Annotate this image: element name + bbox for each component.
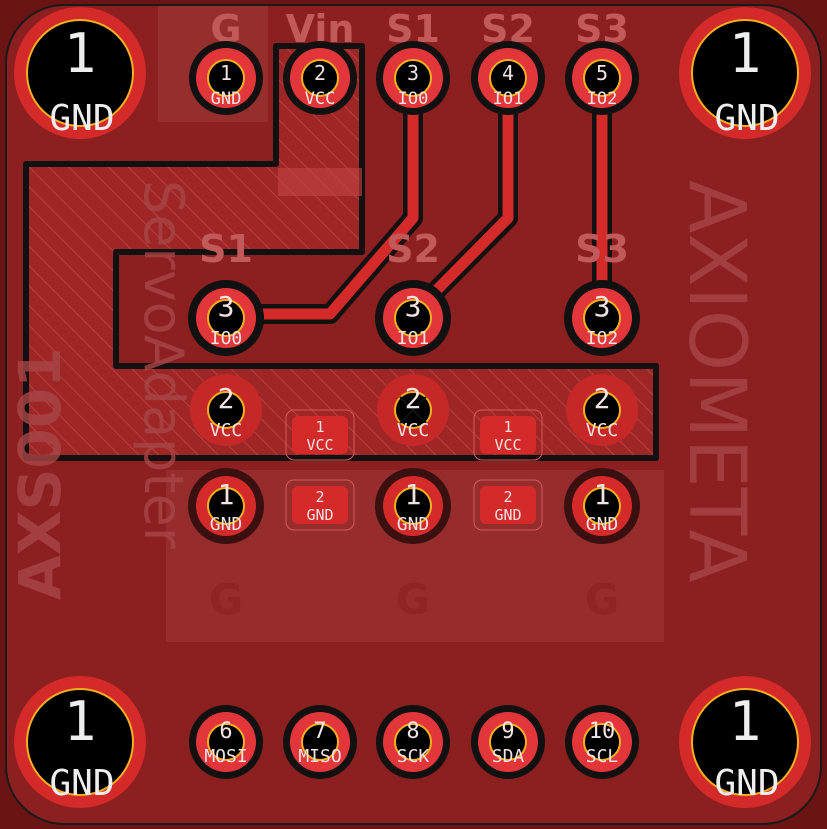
pin-label: VCC bbox=[305, 89, 336, 109]
top-header-2: Vin 2 VCC bbox=[283, 7, 357, 115]
pin-label: IO0 bbox=[398, 89, 429, 109]
mount-hole-label: GND bbox=[49, 98, 114, 139]
bottom-pin-8: 8 SCK bbox=[376, 705, 450, 779]
pin-number: 2 bbox=[218, 382, 235, 415]
cap-pad-number: 2 bbox=[315, 488, 324, 506]
servo-footer: G bbox=[209, 575, 243, 624]
top-header-5: S3 5 IO2 bbox=[565, 7, 639, 115]
bottom-pin-9: 9 SDA bbox=[471, 705, 545, 779]
pin-number: 2 bbox=[594, 382, 611, 415]
pin-label: SDA bbox=[492, 746, 525, 767]
pin-number: 2 bbox=[314, 61, 326, 85]
pin-number: 3 bbox=[218, 290, 235, 323]
capacitor-2: 1 VCC 2 GND bbox=[473, 409, 543, 531]
mount-hole-number: 1 bbox=[64, 22, 97, 85]
top-header-3: S1 3 IO0 bbox=[376, 7, 450, 115]
pin-number: 7 bbox=[313, 719, 326, 744]
mount-hole-label: GND bbox=[714, 763, 779, 804]
pin-label: SCK bbox=[397, 746, 430, 767]
bottom-pin-10: 10 SCL bbox=[565, 705, 639, 779]
cap-pad-vcc bbox=[480, 416, 536, 454]
pin-number: 2 bbox=[405, 382, 422, 415]
cap-pad-label: GND bbox=[306, 506, 333, 524]
vcc-pour-accent bbox=[278, 168, 362, 196]
mount-hole-number: 1 bbox=[64, 690, 97, 753]
pin-number: 10 bbox=[589, 719, 616, 744]
silk-left-vertical-2: AXS001 bbox=[6, 348, 74, 600]
top-header-1: G 1 GND bbox=[189, 7, 263, 115]
cap-pad-label: VCC bbox=[306, 436, 333, 454]
pin-label: MOSI bbox=[204, 746, 247, 767]
pin-number: 6 bbox=[219, 719, 232, 744]
cap-pad-number: 2 bbox=[503, 488, 512, 506]
pin-label: VCC bbox=[397, 420, 430, 441]
pin-number: 1 bbox=[218, 478, 235, 511]
servo-header: S2 bbox=[386, 227, 440, 271]
pin-number: 9 bbox=[501, 719, 514, 744]
capacitor-1: 1 VCC 2 GND bbox=[285, 409, 355, 531]
pin-label: IO1 bbox=[397, 328, 430, 349]
cap-pad-gnd bbox=[292, 486, 348, 524]
silk-left-vertical-1: ServoAdapter bbox=[132, 180, 195, 550]
servo-column-3: S3 3 IO2 2 VCC 1 GND G bbox=[564, 227, 640, 624]
cap-pad-label: VCC bbox=[494, 436, 521, 454]
pin-label: IO2 bbox=[587, 89, 618, 109]
cap-pad-vcc bbox=[292, 416, 348, 454]
cap-pad-number: 1 bbox=[503, 418, 512, 436]
mount-hole-top-left: 1 GND bbox=[14, 7, 146, 139]
pin-number: 1 bbox=[405, 478, 422, 511]
servo-column-1: S1 3 IO0 2 VCC 1 GND G bbox=[188, 227, 264, 624]
cap-pad-number: 1 bbox=[315, 418, 324, 436]
servo-header: S3 bbox=[575, 227, 629, 271]
pin-number: 8 bbox=[406, 719, 419, 744]
pin-label: SCL bbox=[586, 746, 619, 767]
pin-number: 3 bbox=[594, 290, 611, 323]
servo-header: S1 bbox=[199, 227, 253, 271]
pin-number: 4 bbox=[502, 61, 514, 85]
pin-label: IO2 bbox=[586, 328, 619, 349]
top-header-4: S2 4 IO1 bbox=[471, 7, 545, 115]
cap-pad-gnd bbox=[480, 486, 536, 524]
pin-number: 1 bbox=[594, 478, 611, 511]
silk-right-vertical: AXIOMETA bbox=[671, 180, 761, 583]
pin-label: IO1 bbox=[493, 89, 524, 109]
bottom-pin-7: 7 MISO bbox=[283, 705, 357, 779]
mount-hole-number: 1 bbox=[729, 22, 762, 85]
pin-number: 1 bbox=[220, 61, 232, 85]
pin-label: VCC bbox=[586, 420, 619, 441]
pin-label: GND bbox=[210, 514, 243, 535]
pin-label: GND bbox=[397, 514, 430, 535]
mount-hole-number: 1 bbox=[729, 690, 762, 753]
servo-column-2: S2 3 IO1 2 VCC 1 GND G bbox=[375, 227, 451, 624]
mount-hole-top-right: 1 GND bbox=[679, 7, 811, 139]
pin-label: GND bbox=[586, 514, 619, 535]
pin-label: IO0 bbox=[210, 328, 243, 349]
mount-hole-label: GND bbox=[714, 98, 779, 139]
bottom-pin-6: 6 MOSI bbox=[189, 705, 263, 779]
servo-footer: G bbox=[396, 575, 430, 624]
pin-label: GND bbox=[211, 89, 242, 109]
servo-footer: G bbox=[585, 575, 619, 624]
mount-hole-bottom-left: 1 GND bbox=[14, 676, 146, 808]
mount-hole-bottom-right: 1 GND bbox=[679, 676, 811, 808]
pin-label: MISO bbox=[298, 746, 341, 767]
pin-number: 3 bbox=[405, 290, 422, 323]
pin-label: VCC bbox=[210, 420, 243, 441]
pin-number: 5 bbox=[596, 61, 608, 85]
pin-number: 3 bbox=[407, 61, 419, 85]
cap-pad-label: GND bbox=[494, 506, 521, 524]
mount-hole-label: GND bbox=[49, 763, 114, 804]
